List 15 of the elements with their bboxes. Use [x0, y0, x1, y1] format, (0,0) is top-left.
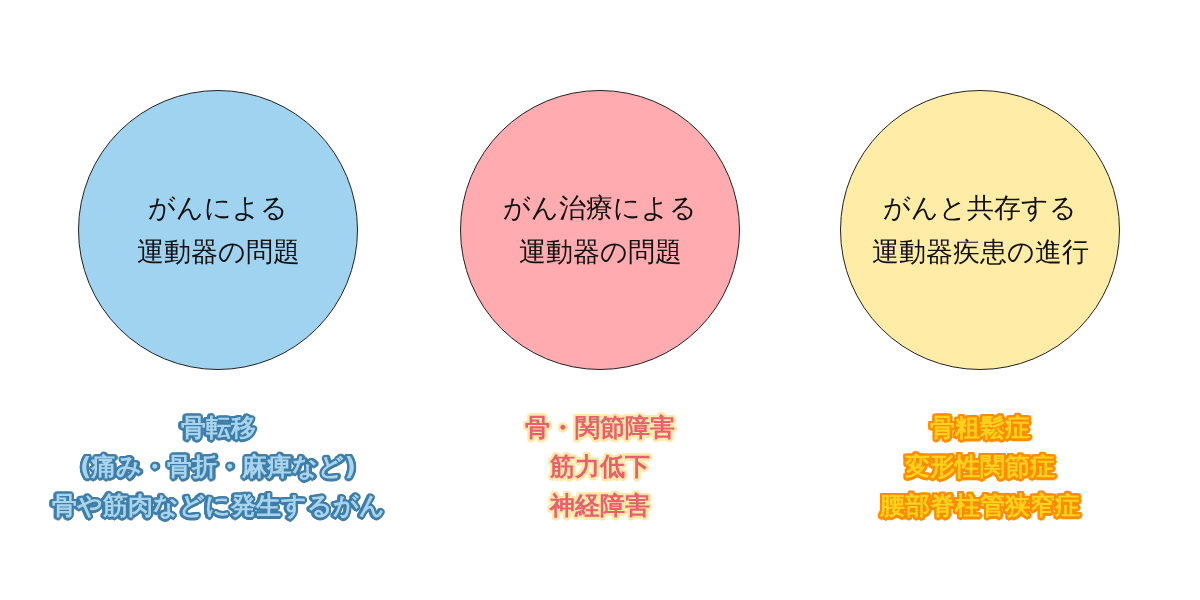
outlined-caption: 筋力低下: [550, 451, 650, 483]
circle-label: がんと共存する: [883, 191, 1077, 225]
circle-label: 運動器の問題: [136, 235, 300, 269]
outlined-caption: 骨粗鬆症: [930, 412, 1030, 444]
outlined-caption: 神経障害: [550, 490, 650, 522]
outlined-caption: 変形性関節症: [905, 451, 1055, 483]
outlined-caption: 骨や筋肉などに発生するがん: [51, 490, 385, 522]
circle-label: がん治療による: [503, 191, 697, 225]
circle-label: がんによる: [148, 191, 288, 225]
outlined-caption: 骨・関節障害: [525, 412, 675, 444]
outlined-caption: 腰部脊柱管狭窄症: [880, 490, 1080, 522]
circle-label: 運動器疾患の進行: [871, 235, 1089, 269]
outlined-caption: 骨転移: [180, 412, 256, 444]
circle-label: 運動器の問題: [518, 235, 682, 269]
outlined-caption: (痛み・骨折・麻痺など): [80, 451, 356, 483]
